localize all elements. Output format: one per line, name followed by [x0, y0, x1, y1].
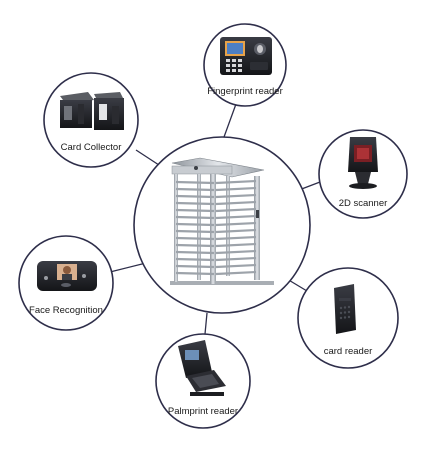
- turnstile-bar: [215, 214, 257, 220]
- node-fingerprint-reader: Fingerprint reader: [203, 23, 287, 107]
- turnstile-bar: [175, 243, 215, 248]
- label-palmprint-reader: Palmprint reader: [168, 406, 238, 417]
- label-card-reader: card reader: [324, 346, 373, 357]
- turnstile-bar: [175, 180, 215, 185]
- turnstile-bar: [175, 194, 215, 199]
- node-card-collector: Card Collector: [43, 72, 139, 168]
- turnstile-bar: [175, 187, 215, 192]
- turnstile-bar: [175, 222, 215, 227]
- scanner-image: [348, 137, 378, 189]
- turnstile-bar: [215, 228, 257, 234]
- turnstile-bar: [215, 221, 257, 227]
- node-face-recognition: Face Recognition: [18, 235, 114, 331]
- turnstile-bar: [215, 193, 257, 199]
- turnstile-bar: [215, 186, 257, 192]
- turnstile-bar: [175, 271, 215, 276]
- turnstile-bar: [175, 250, 215, 255]
- turnstile-bar: [215, 256, 257, 262]
- turnstile-bar: [175, 236, 215, 241]
- card-reader-image: [334, 284, 356, 334]
- node-2d-scanner: 2D scanner: [318, 129, 408, 219]
- turnstile-bar: [215, 207, 257, 213]
- connector-fingerprint: [223, 103, 237, 138]
- turnstile-bar: [215, 200, 257, 206]
- connector-face: [109, 262, 147, 273]
- fingerprint-reader-image: [220, 37, 272, 75]
- turnstile-bar: [215, 235, 257, 241]
- turnstile-bar: [175, 264, 215, 269]
- node-card-reader: card reader: [297, 267, 399, 369]
- card-collector-image: [60, 92, 124, 130]
- connector-palmprint: [204, 312, 208, 335]
- turnstile-bar: [215, 242, 257, 248]
- turnstile-bar: [215, 263, 257, 269]
- label-fingerprint-reader: Fingerprint reader: [207, 86, 283, 97]
- turnstile-image: [170, 157, 274, 285]
- label-2d-scanner: 2D scanner: [339, 198, 388, 209]
- turnstile-bar: [215, 270, 257, 276]
- center-node: [133, 136, 311, 314]
- turnstile-bar: [175, 208, 215, 213]
- turnstile-bar: [175, 257, 215, 262]
- turnstile-bar: [215, 179, 257, 185]
- turnstile-bar: [175, 201, 215, 206]
- label-face-recognition: Face Recognition: [29, 305, 103, 316]
- turnstile-bar: [175, 229, 215, 234]
- turnstile-bar: [175, 215, 215, 220]
- label-card-collector: Card Collector: [61, 142, 122, 153]
- turnstile-bar: [215, 249, 257, 255]
- palmprint-reader-image: [178, 340, 226, 396]
- node-palmprint-reader: Palmprint reader: [155, 333, 251, 429]
- face-recognition-image: [37, 261, 97, 291]
